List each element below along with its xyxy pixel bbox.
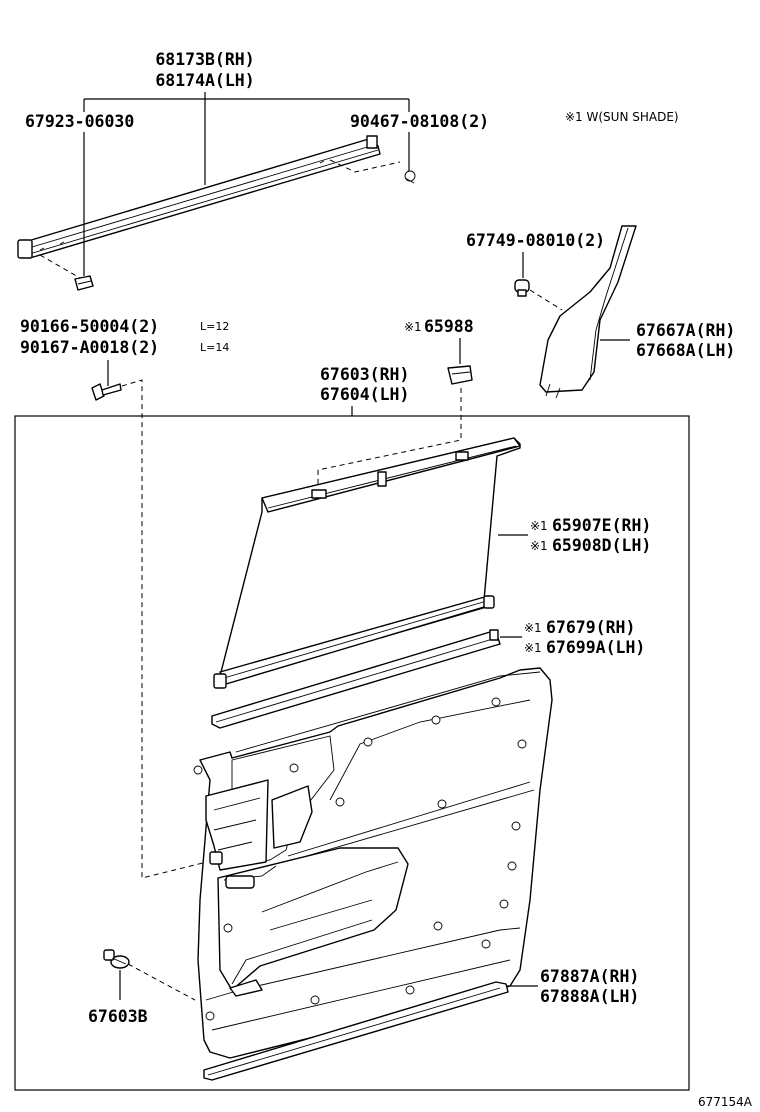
rail-lh-label[interactable]: 67699A(LH) (546, 638, 645, 657)
rail-lh-mark: ※1 (524, 641, 542, 655)
weatherstrip-rh-label[interactable]: 67887A(RH) (540, 967, 639, 986)
door-trim-panel[interactable] (193, 667, 553, 1059)
moulding-callout: 68173B(RH) 68174A(LH) (83, 50, 410, 185)
sunshade-note: ※1 W(SUN SHADE) (565, 110, 679, 124)
screw-b-label[interactable]: 90167-A0018(2) (20, 338, 159, 357)
panel-rh-label[interactable]: 67603(RH) (320, 365, 409, 384)
pillar-lh-label[interactable]: 67668A(LH) (636, 341, 735, 360)
clip-left-label[interactable]: 67923-06030 (25, 112, 134, 131)
moulding-lh-label[interactable]: 68174A(LH) (155, 71, 254, 90)
moulding-rh-label[interactable]: 68173B(RH) (155, 50, 254, 69)
pillar-garnish[interactable] (539, 225, 637, 399)
screw-a-note: L=12 (200, 320, 229, 333)
clip-right-icon[interactable] (404, 170, 416, 184)
pillar-rh-label[interactable]: 67667A(RH) (636, 321, 735, 340)
sun-shade[interactable] (213, 437, 521, 689)
trim-clip-holes (193, 697, 527, 1021)
shade-lh-mark: ※1 (530, 539, 548, 553)
diagram-id: 677154A (698, 1095, 753, 1109)
window-moulding[interactable] (17, 135, 381, 259)
screw-icon[interactable] (91, 383, 122, 401)
panel-lh-label[interactable]: 67604(LH) (320, 385, 409, 404)
bottom-clip-label[interactable]: 67603B (88, 1007, 148, 1026)
screw-a-label[interactable]: 90166-50004(2) (20, 317, 159, 336)
rail-rh-label[interactable]: 67679(RH) (546, 618, 635, 637)
shade-rh-label[interactable]: 65907E(RH) (552, 516, 651, 535)
rail-rh-mark: ※1 (524, 621, 542, 635)
shade-lh-label[interactable]: 65908D(LH) (552, 536, 651, 555)
clip-right-label[interactable]: 90467-08108(2) (350, 112, 489, 131)
shade-rh-mark: ※1 (530, 519, 548, 533)
pillar-clip-label[interactable]: 67749-08010(2) (466, 231, 605, 250)
hook-mark: ※1 (404, 320, 422, 334)
screw-b-note: L=14 (200, 341, 229, 354)
assembly-frame (14, 415, 690, 1091)
hook-label[interactable]: 65988 (424, 317, 474, 336)
pillar-clip-icon[interactable] (514, 279, 530, 297)
clip-left-icon[interactable] (74, 275, 94, 291)
hook-icon[interactable] (447, 365, 473, 385)
bottom-clip-icon[interactable] (103, 949, 130, 969)
weatherstrip-lh-label[interactable]: 67888A(LH) (540, 987, 639, 1006)
weatherstrip[interactable] (203, 981, 509, 1081)
shade-rail[interactable] (211, 629, 501, 729)
